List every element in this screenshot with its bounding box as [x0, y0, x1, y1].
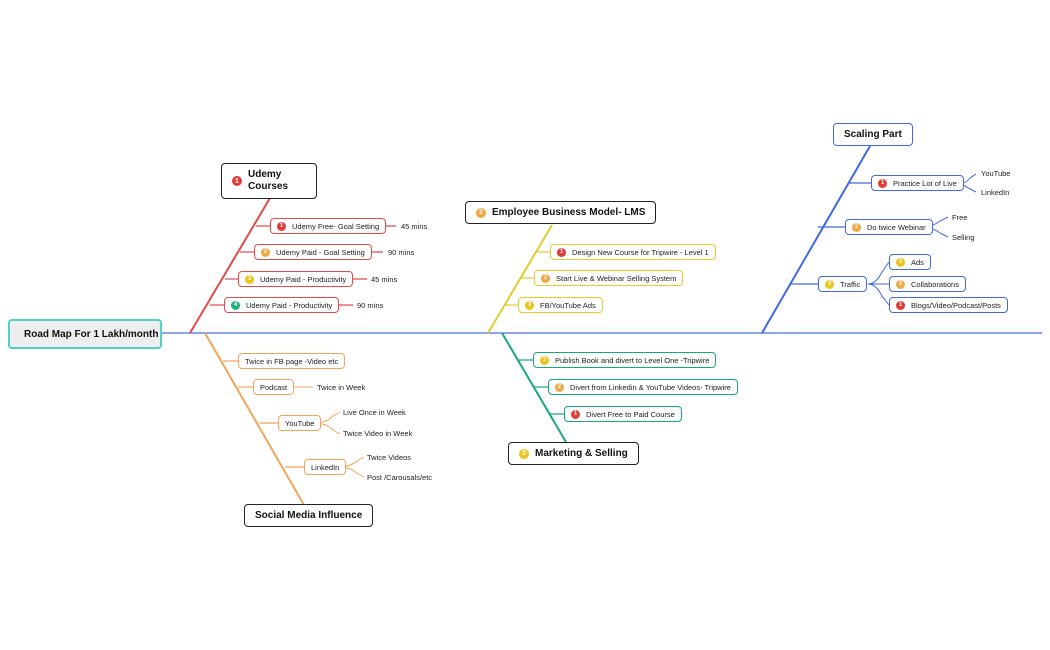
social-item[interactable]: YouTube	[278, 415, 322, 431]
priority-3-icon: 3	[525, 300, 534, 310]
marketing-item[interactable]: 2 Divert from Linkedin & YouTube Videos-…	[548, 379, 738, 395]
item-label: Udemy Paid - Goal Setting	[276, 247, 365, 257]
scaling-leaf: LinkedIn	[981, 188, 1010, 197]
topic-udemy-courses[interactable]: 1 Udemy Courses	[221, 163, 317, 199]
marketing-item[interactable]: 3 Publish Book and divert to Level One -…	[533, 352, 717, 368]
employee-branch-lines	[487, 224, 553, 334]
scaling-leaf: Free	[952, 213, 968, 222]
item-label: LinkedIn	[311, 462, 340, 472]
udemy-item-duration: 90 mins	[388, 248, 415, 257]
employee-item[interactable]: 3 FB/YouTube Ads	[518, 297, 603, 313]
marketing-branch-lines	[501, 332, 567, 443]
item-label: YouTube	[285, 418, 315, 428]
udemy-item[interactable]: 1 Udemy Free- Goal Setting	[270, 218, 387, 234]
topic-label: Social Media Influence	[255, 510, 363, 521]
priority-1-icon: 1	[232, 176, 242, 186]
root-topic-label: Road Map For 1 Lakh/month	[24, 328, 159, 340]
item-label: Udemy Paid - Productivity	[246, 300, 333, 310]
item-label: Blogs/Video/Podcast/Posts	[911, 300, 1001, 310]
employee-item[interactable]: 2 Start Live & Webinar Selling System	[534, 270, 684, 286]
topic-label: Employee Business Model- LMS	[492, 207, 646, 218]
item-label: Udemy Paid - Productivity	[260, 274, 347, 284]
udemy-item[interactable]: 3 Udemy Paid - Productivity	[238, 271, 354, 287]
item-label: Udemy Free- Goal Setting	[292, 221, 380, 231]
social-leaf: Live Once in Week	[343, 408, 406, 417]
item-label: Practice Lot of Live	[893, 178, 957, 188]
root-topic[interactable]: Road Map For 1 Lakh/month	[8, 319, 162, 349]
priority-3-icon: 3	[540, 355, 549, 365]
item-label: Design New Course for Tripwire - Level 1	[572, 247, 709, 257]
social-leaf: Twice Video in Week	[343, 429, 413, 438]
priority-3-icon: 3	[896, 257, 905, 267]
item-label: Collaborations	[911, 279, 959, 289]
priority-2-icon: 2	[476, 207, 486, 218]
social-item[interactable]: Podcast	[253, 379, 295, 395]
topic-label: Scaling Part	[844, 129, 902, 140]
scaling-leaf: YouTube	[981, 169, 1011, 178]
item-label: Traffic	[840, 279, 861, 289]
social-leaf: Twice in Week	[317, 383, 366, 392]
item-label: Divert Free to Paid Course	[586, 409, 675, 419]
priority-1-icon: 1	[557, 247, 566, 257]
topic-label: Udemy Courses	[248, 169, 289, 192]
item-label: Start Live & Webinar Selling System	[556, 273, 677, 283]
priority-2-icon: 2	[261, 247, 270, 257]
priority-2-icon: 2	[555, 382, 564, 392]
topic-scaling-part[interactable]: Scaling Part	[833, 123, 913, 146]
priority-3-icon: 3	[825, 279, 834, 289]
scaling-item[interactable]: 1 Practice Lot of Live	[871, 175, 964, 191]
priority-2-icon: 2	[852, 222, 861, 232]
item-label: FB/YouTube Ads	[540, 300, 596, 310]
priority-1-icon: 1	[277, 221, 286, 231]
topic-label: Marketing & Selling	[535, 448, 628, 459]
traffic-child[interactable]: 1 Blogs/Video/Podcast/Posts	[889, 297, 1008, 313]
social-leaf: Post /Carousals/etc	[367, 473, 433, 482]
priority-1-icon: 1	[571, 409, 580, 419]
traffic-child[interactable]: 3 Ads	[889, 254, 931, 270]
priority-2-icon: 2	[896, 279, 905, 289]
item-label: Ads	[911, 257, 924, 267]
item-label: Do twice Webinar	[867, 222, 926, 232]
scaling-leaf: Selling	[952, 233, 975, 242]
udemy-item[interactable]: 4 Udemy Paid - Productivity	[224, 297, 340, 313]
priority-1-icon: 1	[896, 300, 905, 310]
employee-item[interactable]: 1 Design New Course for Tripwire - Level…	[550, 244, 716, 260]
udemy-item-duration: 45 mins	[401, 222, 428, 231]
item-label: Publish Book and divert to Level One -Tr…	[555, 355, 710, 365]
social-item[interactable]: Twice in FB page -Video etc	[238, 353, 346, 369]
priority-2-icon: 2	[541, 273, 550, 283]
udemy-item-duration: 90 mins	[357, 301, 384, 310]
priority-4-icon: 4	[231, 300, 240, 310]
topic-marketing-selling[interactable]: 3 Marketing & Selling	[508, 442, 639, 465]
topic-employee-business-model[interactable]: 2 Employee Business Model- LMS	[465, 201, 657, 224]
udemy-item[interactable]: 2 Udemy Paid - Goal Setting	[254, 244, 372, 260]
item-label: Twice in FB page -Video etc	[245, 356, 339, 366]
item-label: Divert from Linkedin & YouTube Videos- T…	[570, 382, 731, 392]
scaling-item[interactable]: 2 Do twice Webinar	[845, 219, 933, 235]
priority-1-icon: 1	[878, 178, 887, 188]
social-leaf: Twice Videos	[367, 453, 412, 462]
udemy-item-duration: 45 mins	[371, 275, 398, 284]
priority-3-icon: 3	[245, 274, 254, 284]
marketing-item[interactable]: 1 Divert Free to Paid Course	[564, 406, 682, 422]
social-item[interactable]: LinkedIn	[304, 459, 347, 475]
scaling-item[interactable]: 3 Traffic	[818, 276, 868, 292]
topic-social-media-influence[interactable]: Social Media Influence	[244, 504, 374, 527]
priority-3-icon: 3	[519, 448, 529, 459]
item-label: Podcast	[260, 382, 288, 392]
traffic-child[interactable]: 2 Collaborations	[889, 276, 966, 292]
